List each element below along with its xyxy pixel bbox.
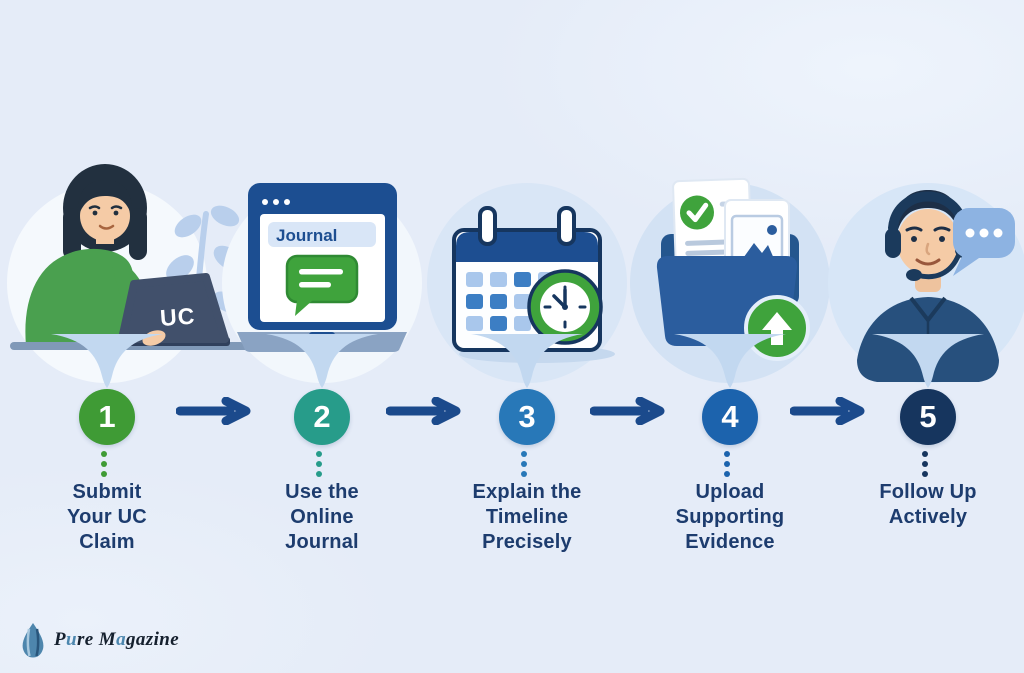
step-connector-dots (922, 451, 928, 481)
step-number-badge: 4 (702, 389, 758, 445)
step-label: Follow Up Actively (879, 481, 977, 528)
brand-name: Pure Magazine (54, 629, 180, 650)
flow-arrow-icon (790, 397, 865, 425)
step-number-badge: 5 (900, 389, 956, 445)
step-label: Use the Online Journal (285, 481, 359, 553)
flow-arrow-icon (590, 397, 665, 425)
step-connector-dots (724, 451, 730, 481)
chat-bubble-icon (285, 254, 359, 316)
journal-label-text: Journal (276, 226, 337, 245)
flow-arrow-icon (176, 397, 251, 425)
step-connector-dots (521, 451, 527, 481)
step-connector-dots (101, 451, 107, 481)
step-connector-dots (316, 451, 322, 481)
funnel-connector (872, 334, 984, 388)
journal-screen-icon: Journal (237, 183, 407, 352)
funnel-connector (51, 334, 163, 388)
step-label: Submit Your UC Claim (67, 481, 147, 553)
step-number-badge: 1 (79, 389, 135, 445)
calendar-clock-illustration (427, 183, 627, 383)
laptop-label-text: UC (159, 303, 196, 331)
upload-arrow-icon (744, 295, 810, 361)
journal-laptop-illustration: Journal (222, 183, 422, 383)
brand-logo: Pure Magazine (20, 622, 179, 658)
uc-laptop-icon: UC (108, 273, 230, 346)
flow-arrow-icon (386, 397, 461, 425)
headset-agent-icon (857, 190, 999, 382)
step-label: Upload Supporting Evidence (675, 481, 785, 553)
funnel-connector (266, 334, 378, 388)
leaf-logo-icon (22, 623, 44, 658)
clock-icon (527, 269, 603, 345)
support-agent-illustration (828, 183, 1024, 383)
step-number-badge: 3 (499, 389, 555, 445)
funnel-connector (471, 334, 583, 388)
folder-upload-illustration (630, 177, 830, 383)
speech-bubble-icon (953, 208, 1015, 276)
step-label: Explain the Timeline Precisely (472, 481, 582, 553)
step-number-badge: 2 (294, 389, 350, 445)
funnel-connector (674, 334, 786, 388)
